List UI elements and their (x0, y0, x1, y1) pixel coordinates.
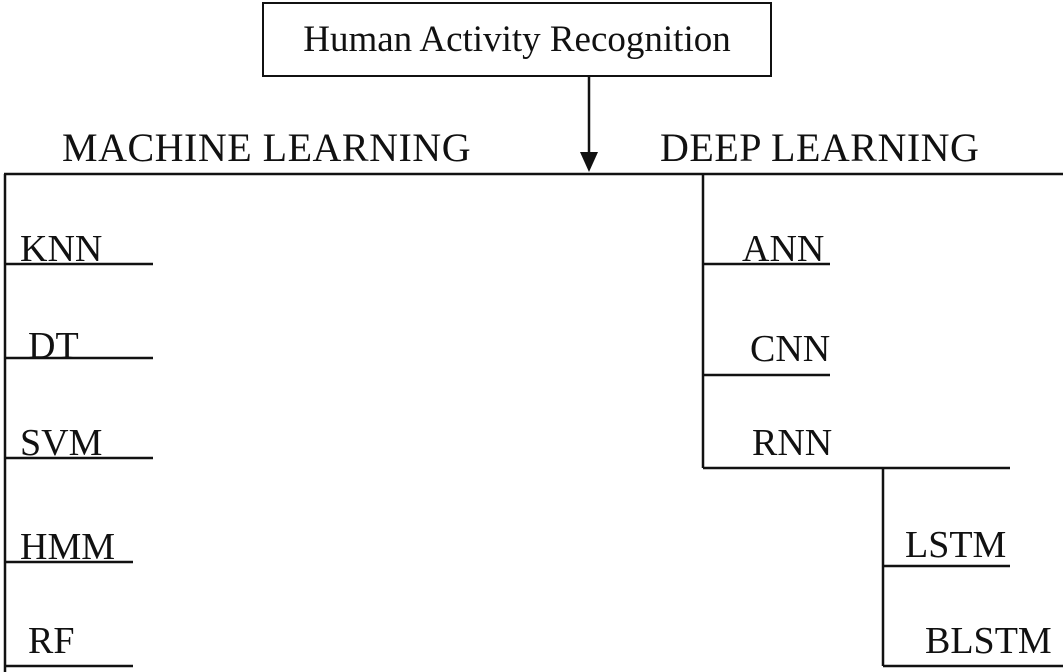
ml-item-svm: SVM (20, 422, 103, 464)
ml-item-dt: DT (28, 325, 79, 367)
dl-sub-item-lstm: LSTM (905, 524, 1007, 566)
deep-learning-heading: DEEP LEARNING (660, 125, 980, 170)
down-arrow-icon (580, 152, 598, 172)
dl-item-cnn: CNN (750, 328, 831, 370)
ml-item-rf: RF (28, 620, 75, 662)
machine-learning-heading: MACHINE LEARNING (62, 125, 472, 170)
dl-item-rnn: RNN (752, 422, 833, 464)
ml-item-hmm: HMM (20, 526, 116, 568)
ml-item-knn: KNN (20, 228, 103, 270)
root-node-title: Human Activity Recognition (303, 19, 731, 60)
dl-item-ann: ANN (742, 228, 825, 270)
dl-sub-item-blstm: BLSTM (925, 620, 1052, 662)
root-node-box: Human Activity Recognition (262, 2, 772, 77)
